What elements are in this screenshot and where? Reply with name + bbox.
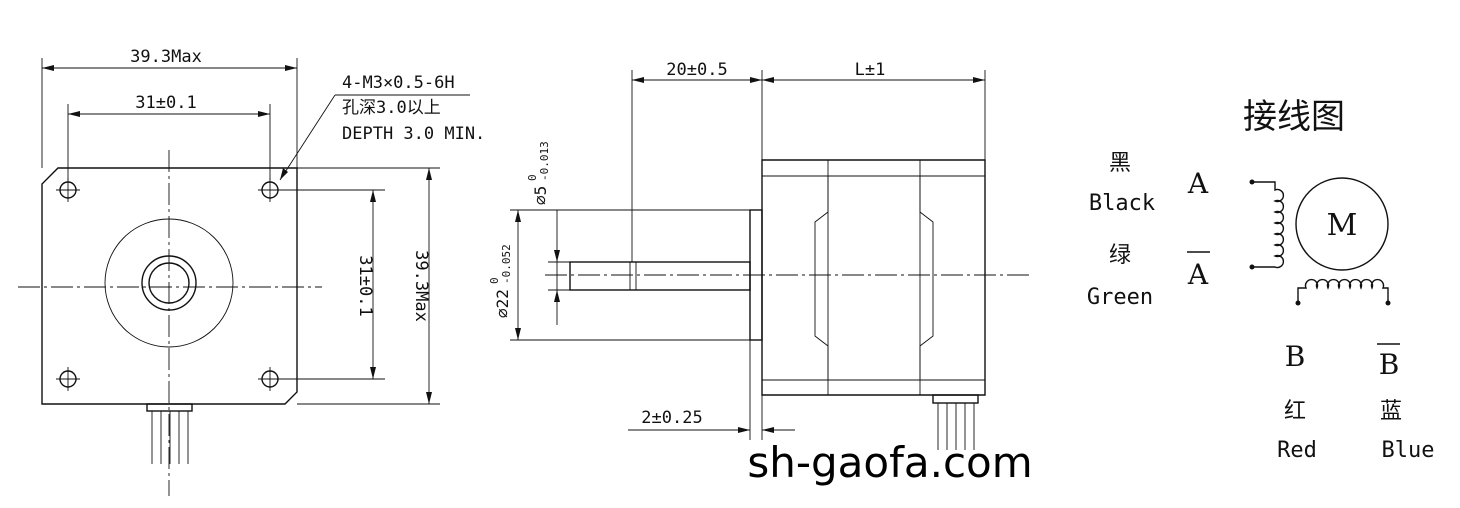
motor-body: [761, 159, 986, 396]
hole-note-line2: 孔深3.0以上: [342, 98, 441, 118]
front-view: 39.3Max 31±0.1 31±0.1 39.3Max 4-M3×0.5-6…: [18, 47, 485, 496]
red-cn-label: 红: [1284, 399, 1306, 424]
blue-cn-label: 蓝: [1380, 399, 1402, 424]
shaft-dia-upper: 0: [526, 174, 539, 181]
phase-b-bar-label: B: [1379, 348, 1400, 381]
shaft-dia-label: ⌀5: [531, 186, 550, 205]
flange-outline: [41, 167, 298, 405]
boss-dia-upper: 0: [488, 277, 501, 284]
motor-symbol: [1295, 177, 1389, 271]
hole-spacing-h-label: 31±0.1: [135, 93, 196, 113]
boss-dia-lower: -0.052: [500, 244, 513, 284]
lead-wires-side: [932, 394, 979, 450]
watermark: sh-gaofa.com: [747, 438, 1032, 487]
phase-b-label: B: [1285, 340, 1306, 373]
shaft-dia-lower: -0.013: [538, 141, 551, 181]
green-cn-label: 绿: [1109, 243, 1131, 268]
coil-b: [1297, 278, 1389, 303]
body-length-label: L±1: [855, 60, 886, 80]
shaft-inner-circle: [148, 262, 190, 304]
shaft: [569, 261, 751, 291]
hole-note-line3: DEPTH 3.0 MIN.: [342, 124, 485, 144]
phase-a-bar-label: A: [1187, 258, 1209, 291]
phase-a-label: A: [1187, 167, 1209, 200]
black-cn-label: 黑: [1109, 151, 1131, 176]
side-view: 20±0.5 L±1 ⌀5 0 -0.013 ⌀22 0 -0.052: [488, 60, 1030, 450]
hole-spacing-v-label: 31±0.1: [355, 255, 375, 316]
hole-note-line1: 4-M3×0.5-6H: [342, 73, 455, 93]
height-max-label: 39.3Max: [411, 250, 431, 322]
black-en-label: Black: [1089, 191, 1155, 216]
motor-label: M: [1327, 208, 1358, 243]
boss-dia-label: ⌀22: [493, 289, 512, 318]
width-max-label: 39.3Max: [130, 47, 202, 67]
coil-a: [1252, 181, 1285, 269]
shaft-outer-circle: [141, 255, 197, 311]
blue-en-label: Blue: [1382, 438, 1435, 463]
mounting-hole-tl: [56, 178, 80, 202]
wiring-diagram: 接线图 黑 Black 绿 Green A A M B B 红 Red 蓝 Bl…: [1087, 97, 1435, 463]
wiring-title: 接线图: [1243, 97, 1345, 137]
boss-height-label: 2±0.25: [641, 408, 702, 428]
mounting-hole-bl: [56, 367, 80, 391]
shaft-length-label: 20±0.5: [666, 60, 727, 80]
red-en-label: Red: [1277, 438, 1317, 463]
green-en-label: Green: [1087, 285, 1153, 310]
lead-wires-front: [146, 403, 193, 464]
boss-circle: [104, 218, 234, 348]
